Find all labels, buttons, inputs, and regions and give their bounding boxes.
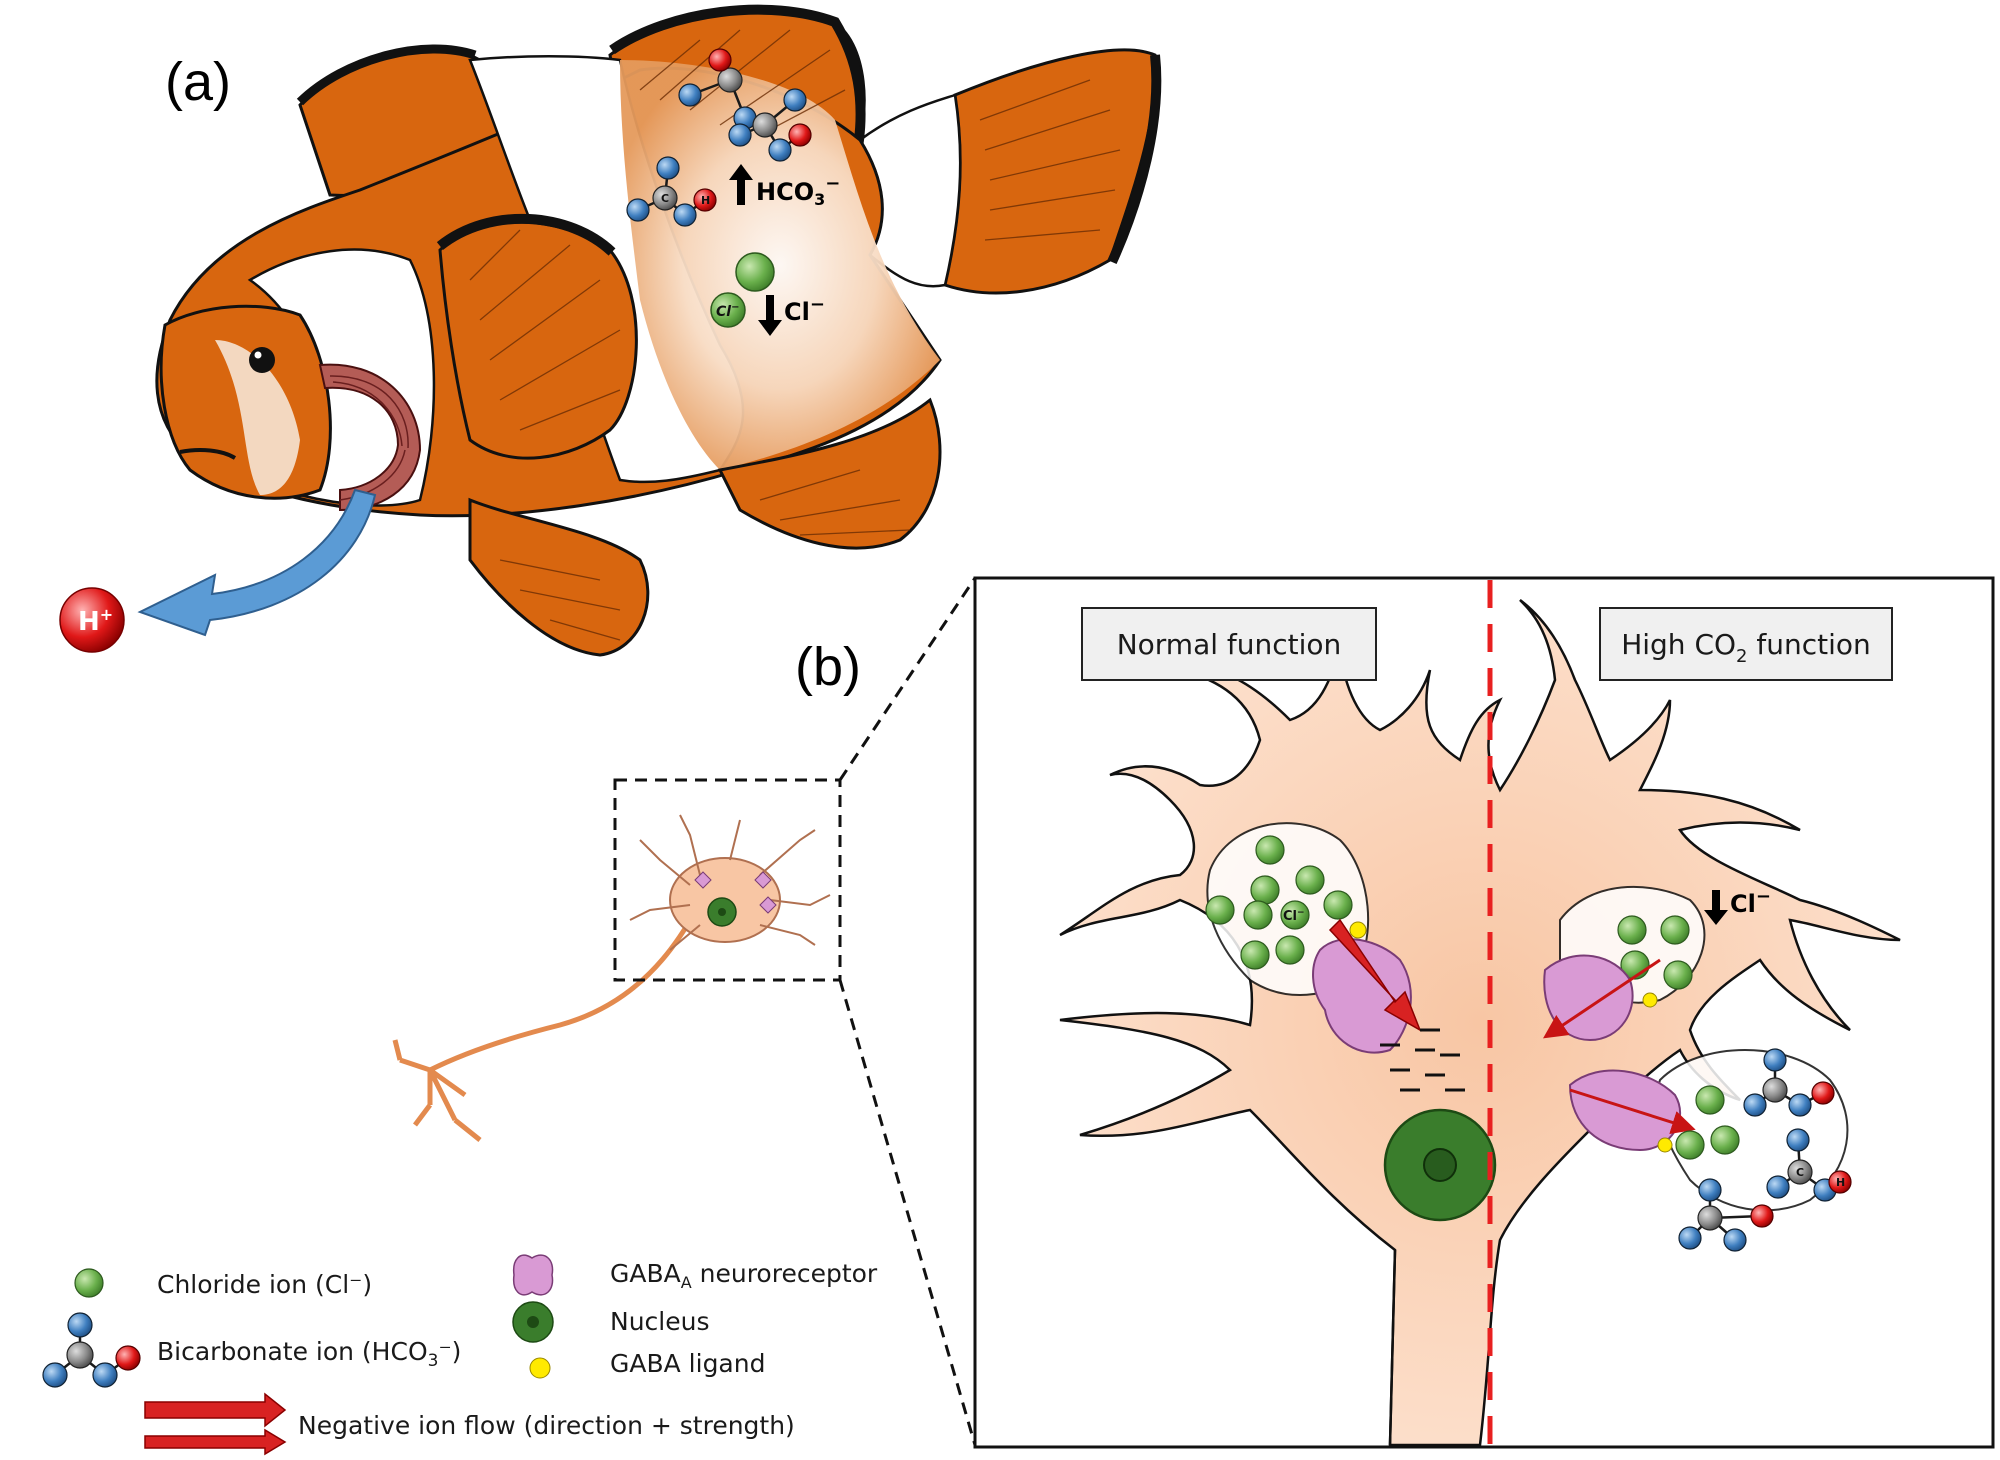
fish-hco3-text: HCO xyxy=(756,178,814,206)
zoom-line-top xyxy=(838,577,977,781)
fish-mouth xyxy=(179,448,237,460)
legend-gaba-receptor: GABAA neuroreceptor xyxy=(512,1254,878,1296)
normal-function-box: Normal function xyxy=(1081,607,1377,681)
fish-cutaway-window xyxy=(620,60,940,470)
fish-cl-text: Cl xyxy=(784,298,810,326)
legend-gaba-sub: A xyxy=(681,1273,692,1292)
atom-h-label: H xyxy=(701,194,710,207)
legend-chloride-label: Chloride ion (Cl⁻) xyxy=(157,1270,372,1299)
normal-function-label: Normal function xyxy=(1117,628,1342,661)
legend: Chloride ion (Cl⁻) Bicarbonate ion (HCO3… xyxy=(42,1254,878,1456)
cluster-cl-text: Cl xyxy=(1283,909,1297,924)
panel-a-label: (a) xyxy=(165,52,231,112)
zoom-box xyxy=(613,778,842,982)
fish-chloride-ion xyxy=(735,252,775,292)
clownfish: C H HCO3− Cl− Cl− xyxy=(155,4,1162,657)
svg-text:GABAA neuroreceptor: GABAA neuroreceptor xyxy=(610,1259,878,1292)
right-cl-charge: − xyxy=(1756,886,1771,907)
svg-text:Cl−: Cl− xyxy=(716,302,739,320)
right-lower-weak-arrow xyxy=(1569,1088,1696,1135)
high-co2-prefix: High CO xyxy=(1621,628,1736,661)
svg-text:Cl−: Cl− xyxy=(1730,886,1771,918)
atom-c-label: C xyxy=(661,192,669,205)
fish-tail-fin xyxy=(943,48,1158,295)
fish-hco3-sub: 3 xyxy=(814,190,825,209)
legend-nucleus-label: Nucleus xyxy=(610,1307,710,1336)
right-upper-weak-arrow xyxy=(1543,958,1661,1039)
small-neuron xyxy=(392,814,831,1142)
legend-gaba-ligand: GABA ligand xyxy=(529,1349,765,1379)
left-membrane-charges xyxy=(1380,1028,1465,1092)
svg-text:Cl−: Cl− xyxy=(784,294,825,326)
fish-cl-ion-text: Cl xyxy=(716,304,731,320)
fish-hco3-increase: HCO3− xyxy=(729,164,840,209)
fish-cl-decrease: Cl− xyxy=(758,294,825,336)
left-chloride-ions: Cl− xyxy=(1205,835,1353,970)
svg-text:H+: H+ xyxy=(78,605,113,637)
zoom-line-bottom xyxy=(838,979,977,1446)
zoomed-nucleus xyxy=(1383,1108,1497,1222)
proton-ion: H+ xyxy=(59,587,125,653)
left-strong-ion-arrow xyxy=(1328,918,1422,1032)
fish-chloride-ion-labeled xyxy=(710,292,746,328)
high-co2-function-box: High CO2 function xyxy=(1599,607,1893,681)
legend-ion-flow-label: Negative ion flow (direction + strength) xyxy=(298,1411,795,1440)
legend-gaba-suffix: neuroreceptor xyxy=(692,1259,878,1288)
legend-bicarbonate-prefix: Bicarbonate ion (HCO xyxy=(157,1337,428,1366)
atom-h-label: H xyxy=(1836,1176,1845,1189)
fish-cl-charge: − xyxy=(810,294,825,315)
legend-bicarbonate-suffix: ⁻) xyxy=(438,1337,461,1366)
atom-c-label: C xyxy=(1796,1166,1804,1179)
fish-pelvic-fin xyxy=(468,497,650,657)
legend-ion-flow: Negative ion flow (direction + strength) xyxy=(144,1392,795,1456)
legend-gaba-prefix: GABA xyxy=(610,1259,681,1288)
svg-text:High CO2 function: High CO2 function xyxy=(1621,628,1871,667)
fish-gills xyxy=(318,363,422,512)
svg-text:HCO3−: HCO3− xyxy=(756,173,840,209)
right-cl-decrease: Cl− xyxy=(1704,886,1771,925)
proton-efflux-arrow xyxy=(137,488,377,637)
fish-cl-ion-charge: − xyxy=(731,302,739,313)
legend-nucleus: Nucleus xyxy=(512,1301,710,1343)
proton-charge: + xyxy=(100,605,113,624)
panel-b-label: (b) xyxy=(795,637,861,697)
right-lower-chloride-ions xyxy=(1675,1085,1740,1160)
svg-text:Bicarbonate ion (HCO3⁻): Bicarbonate ion (HCO3⁻) xyxy=(157,1337,461,1371)
left-gaba-receptor xyxy=(1312,921,1412,1054)
fish-bicarbonate-cluster: C H xyxy=(626,48,812,227)
legend-ligand-label: GABA ligand xyxy=(610,1349,765,1378)
legend-bicarbonate: Bicarbonate ion (HCO3⁻) xyxy=(42,1312,461,1388)
legend-bicarbonate-sub: 3 xyxy=(428,1351,439,1371)
fish-anal-fin xyxy=(717,397,942,550)
fish-hco3-charge: − xyxy=(825,173,840,194)
high-co2-sub: 2 xyxy=(1736,646,1747,667)
fish-eye xyxy=(249,347,275,373)
high-co2-suffix: function xyxy=(1748,628,1871,661)
cluster-cl-charge: − xyxy=(1297,908,1305,918)
right-cl-text: Cl xyxy=(1730,890,1756,918)
right-bicarbonate-cluster: C H xyxy=(1678,1048,1852,1252)
proton-label: H xyxy=(78,607,100,637)
right-upper-chloride-ions xyxy=(1617,915,1693,990)
svg-text:Cl−: Cl− xyxy=(1283,908,1305,924)
legend-chloride: Chloride ion (Cl⁻) xyxy=(74,1268,372,1299)
